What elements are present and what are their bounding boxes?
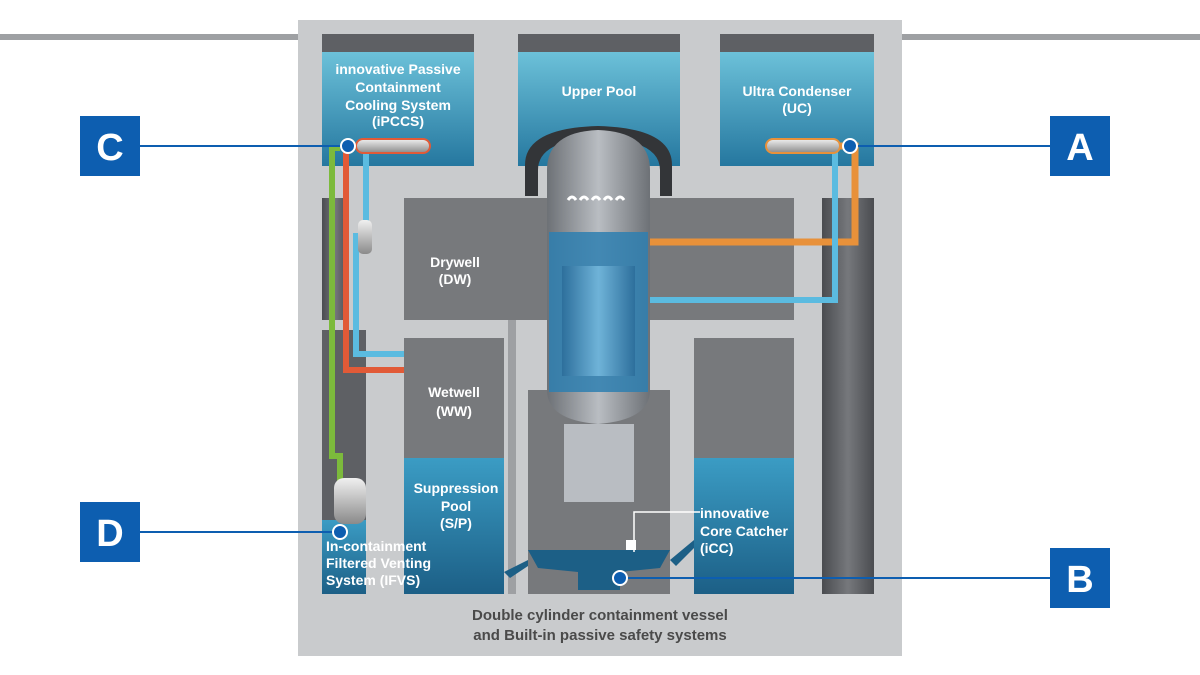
ipccs-heat-exchanger [355, 138, 431, 154]
badge-a [1050, 116, 1110, 176]
suppression-pool-label-line2: Pool [441, 498, 471, 514]
badge-a-text: A [1066, 127, 1093, 169]
dot-d [332, 524, 348, 540]
wetwell-label-line2: (WW) [436, 403, 472, 419]
caption-line2: and Built-in passive safety systems [473, 627, 726, 644]
control-rod-drives [564, 424, 634, 502]
ipccs-label-line1: innovative Passive [335, 61, 461, 77]
icc-label-line2: Core Catcher [700, 523, 788, 539]
leader-line-icc [633, 511, 700, 552]
uc-label-line2: (UC) [782, 100, 812, 116]
uc-return-pipe [650, 148, 838, 303]
reactor-core [562, 266, 635, 376]
ifvs-label-line2: Filtered Venting [326, 555, 431, 571]
badge-c [80, 116, 140, 176]
suppression-pool-label-line1: Suppression [414, 480, 499, 496]
wetwell-label-line1: Wetwell [428, 384, 480, 400]
uc-heat-exchanger [765, 138, 841, 154]
core-catcher-channel-right [670, 540, 694, 566]
vent-pipe [508, 320, 516, 594]
ifvs-vent-pipe [329, 145, 343, 510]
suppression-pool-label-line3: (S/P) [440, 515, 472, 531]
dot-c [340, 138, 356, 154]
badge-d [80, 502, 140, 562]
dot-b [612, 570, 628, 586]
badge-b-text: B [1066, 559, 1093, 601]
badge-d-text: D [96, 513, 123, 555]
ipccs-label-line2: Containment [355, 79, 441, 95]
ground-line-left [0, 34, 298, 40]
drywell-label-line1: Drywell [430, 254, 480, 270]
core-catcher [528, 550, 670, 590]
suppression-pool-water [404, 458, 504, 594]
ipccs-label-line4: (iPCCS) [372, 113, 424, 129]
ipccs-drain-tank [358, 220, 372, 254]
ifvs-filter-tank [334, 478, 366, 524]
dot-a [842, 138, 858, 154]
badge-c-text: C [96, 127, 123, 169]
ground-line-right [902, 34, 1200, 40]
ipccs-cold-pipe [353, 154, 404, 357]
icc-label-line1: innovative [700, 505, 769, 521]
core-debris-marker [626, 540, 636, 550]
upper-pool-label: Upper Pool [562, 83, 637, 99]
caption-line1: Double cylinder containment vessel [472, 607, 728, 624]
ifvs-label-line3: System (IFVS) [326, 572, 420, 588]
ipccs-label-line3: Cooling System [345, 97, 451, 113]
drywell-label-line2: (DW) [439, 271, 472, 287]
core-catcher-channel-left [504, 560, 528, 578]
badge-b [1050, 548, 1110, 608]
steam-separators [566, 195, 626, 201]
uc-label-line1: Ultra Condenser [743, 83, 852, 99]
icc-side-water [694, 458, 794, 594]
right-shaft [822, 198, 874, 594]
icc-label-line3: (iCC) [700, 540, 733, 556]
ifvs-label-line1: In-containment [326, 538, 427, 554]
